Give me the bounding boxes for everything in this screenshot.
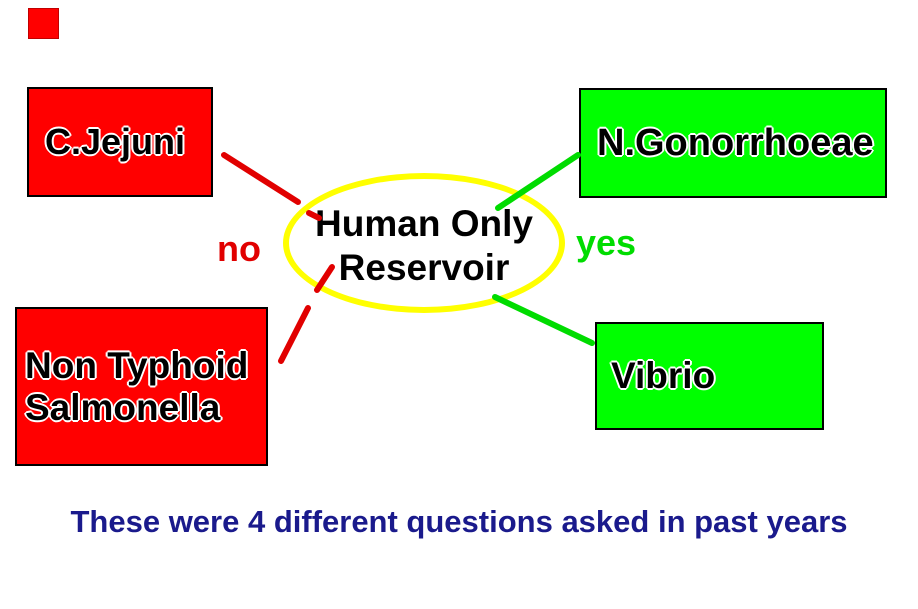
footer-note: These were 4 different questions asked i… bbox=[70, 504, 848, 539]
node-salmonella-label: Non Typhoid Salmonella bbox=[25, 345, 248, 428]
node-ngonorrhoeae: N.Gonorrhoeae bbox=[579, 88, 887, 198]
node-salmonella-label-line2: Salmonella bbox=[25, 386, 221, 428]
center-ellipse-line1: Human Only bbox=[315, 203, 533, 245]
node-ngonorrhoeae-label: N.Gonorrhoeae bbox=[597, 121, 874, 164]
node-vibrio-label: Vibrio bbox=[611, 355, 716, 396]
connector-yes-vibrio bbox=[492, 294, 595, 346]
corner-red-square bbox=[28, 8, 59, 39]
answer-label-yes: yes bbox=[576, 222, 637, 263]
center-ellipse-line2: Reservoir bbox=[338, 247, 510, 288]
connector-no-salmonella-outer bbox=[278, 305, 311, 364]
node-cjejuni: C.Jejuni bbox=[27, 87, 213, 197]
node-salmonella: Non Typhoid Salmonella bbox=[15, 307, 268, 466]
node-cjejuni-label: C.Jejuni bbox=[45, 121, 186, 162]
node-salmonella-label-line1: Non Typhoid bbox=[25, 345, 249, 387]
center-ellipse-human-only-reservoir: Human Only Reservoir bbox=[283, 173, 565, 313]
connector-no-cjejuni-outer bbox=[221, 152, 301, 205]
answer-label-no: no bbox=[217, 228, 261, 269]
node-vibrio: Vibrio bbox=[595, 322, 824, 430]
